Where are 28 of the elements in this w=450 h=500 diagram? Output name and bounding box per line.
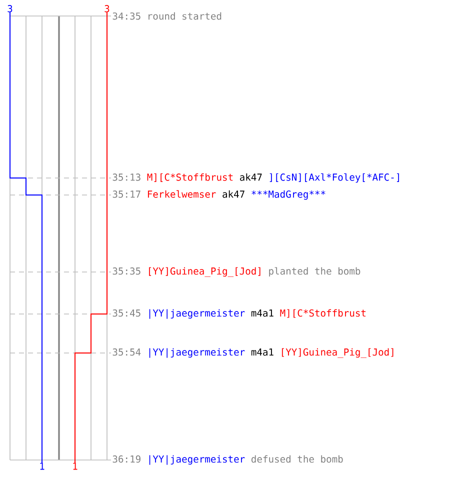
event-text: round started: [148, 12, 222, 20]
time-label: 35:45: [112, 309, 140, 317]
player-name: [YY]Guinea_Pig_[Jod]: [282, 348, 394, 358]
player-name: ***MadGreg ***: [252, 190, 326, 200]
player-name: M][C*Stoffbrust: [147, 173, 233, 182]
player-name: Ferkelwemser: [148, 190, 216, 198]
player-name: ][CsN][Axl*Foley[*AFC-]: [270, 173, 399, 183]
player-name: |YY|jaegermeister: [149, 455, 245, 465]
player-name: |YY|jaegermeister: [149, 309, 245, 319]
weapon-label: m4a1: [251, 348, 274, 356]
time-label: 34:35: [112, 12, 140, 20]
weapon-label: m4a1: [251, 310, 274, 317]
weapon-label: ak47: [240, 173, 262, 181]
event-text: defused the bomb: [252, 455, 343, 463]
player-name: [YY]Guinea_Pig_[Jod]: [149, 267, 260, 277]
player-count: 1: [73, 462, 78, 470]
time-label: 35:35: [112, 267, 140, 275]
player-count: 3: [8, 5, 12, 12]
weapon-label: ak47: [222, 190, 244, 198]
time-label: 35:17: [112, 190, 140, 198]
player-name: |YY|jaegermeister: [149, 348, 245, 358]
event-text: planted the bomb: [269, 267, 360, 277]
player-name: M][C*Stoffbrust: [280, 309, 366, 318]
time-label: 35:13: [112, 174, 140, 181]
time-label: 36:19: [112, 455, 140, 463]
time-label: 35:54: [112, 348, 141, 356]
player-count: 1: [40, 462, 44, 470]
player-count: 3: [104, 5, 110, 12]
